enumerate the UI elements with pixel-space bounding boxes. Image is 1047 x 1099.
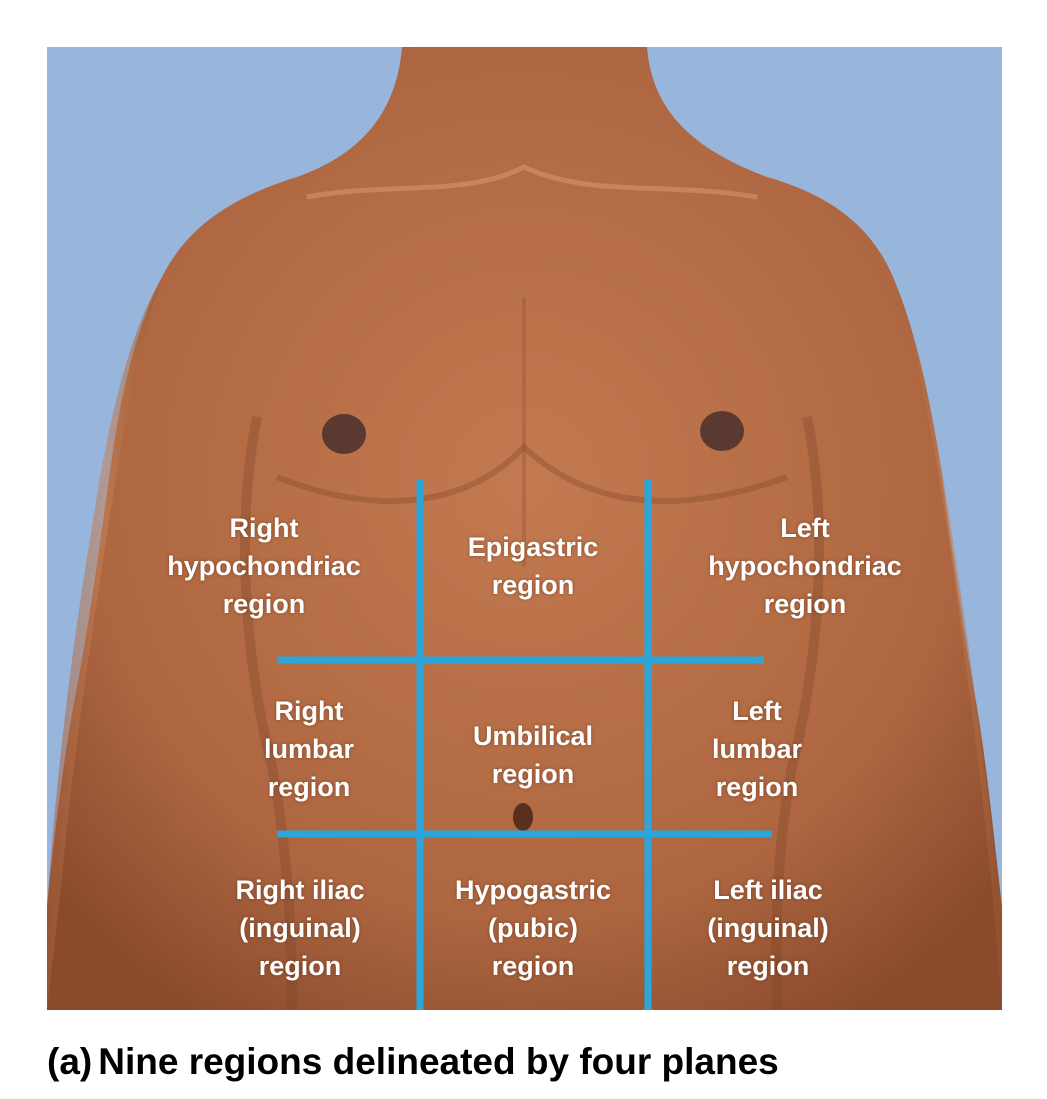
label-umbilical: Umbilical region bbox=[472, 721, 594, 789]
label-right-hypochondriac: Right hypochondriac region bbox=[167, 513, 361, 619]
left-side-crease bbox=[771, 416, 824, 1010]
abdominal-regions-figure: Right hypochondriac region Epigastric re… bbox=[47, 47, 1002, 1010]
right-side-crease bbox=[240, 416, 297, 1010]
navel bbox=[513, 803, 533, 831]
torso-illustration bbox=[47, 47, 1002, 1010]
clavicles bbox=[306, 164, 758, 200]
torso-body bbox=[47, 47, 1002, 1010]
label-left-hypochondriac: Left hypochondriac region bbox=[708, 513, 902, 619]
caption-letter: (a) bbox=[47, 1041, 93, 1082]
right-nipple bbox=[322, 414, 366, 454]
left-nipple bbox=[700, 411, 744, 451]
label-right-iliac: Right iliac (inguinal) region bbox=[235, 875, 365, 981]
label-left-iliac: Left iliac (inguinal) region bbox=[707, 875, 829, 981]
label-hypogastric: Hypogastric (pubic) region bbox=[454, 875, 612, 981]
dividing-planes bbox=[277, 480, 772, 1010]
pectoral-crease bbox=[275, 442, 789, 504]
label-left-lumbar: Left lumbar region bbox=[711, 696, 803, 802]
label-epigastric: Epigastric region bbox=[467, 532, 599, 600]
figure-caption: (a)Nine regions delineated by four plane… bbox=[47, 1034, 1002, 1090]
caption-text: Nine regions delineated by four planes bbox=[98, 1041, 779, 1082]
label-right-lumbar: Right lumbar region bbox=[263, 696, 355, 802]
